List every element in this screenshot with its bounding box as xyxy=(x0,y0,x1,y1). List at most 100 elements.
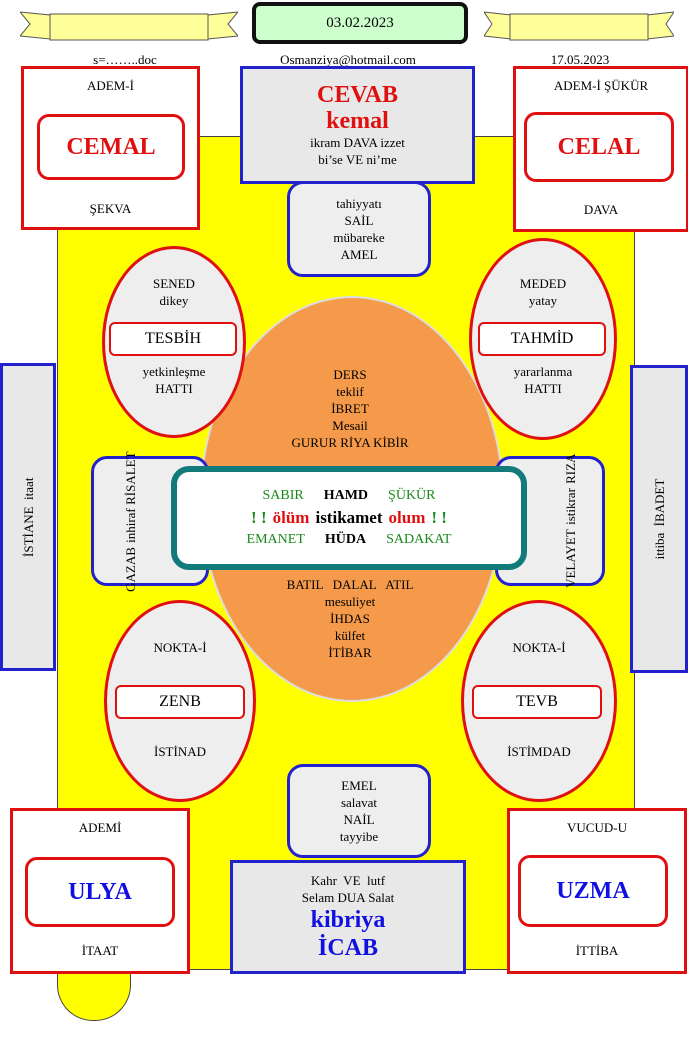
lower-left-ellipse: NOKTA-İ ZENB İSTİNAD xyxy=(104,600,256,802)
top-left-inner: CEMAL xyxy=(37,114,185,180)
upper-left-ellipse: SENED dikey TESBİH yetkinleşme HATTI xyxy=(102,246,246,438)
center-row2: ! ! ölüm istikamet olum ! ! xyxy=(251,506,447,530)
ule-l3: yetkinleşme xyxy=(142,364,206,379)
center-top-line: İBRET xyxy=(331,401,369,416)
date-box: 03.02.2023 xyxy=(252,2,468,44)
top-pill-line: SAİL xyxy=(344,213,374,228)
top-left-box: ADEM-İ CEMAL ŞEKVA xyxy=(21,66,200,230)
center-bottom-text: BATIL DALAL ATIL mesuliyet İHDAS külfet … xyxy=(250,576,450,661)
center-date: 03.02.2023 xyxy=(326,14,394,31)
top-center-box: CEVAB kemal ikram DAVA izzet bi’se VE ni… xyxy=(240,66,475,184)
top-center-line1: ikram DAVA izzet xyxy=(310,135,405,150)
top-left-main: CEMAL xyxy=(66,133,156,160)
center-row2-ex2: ! ! xyxy=(431,508,447,527)
bottom-right-bottom: İTTİBA xyxy=(575,943,619,958)
center-row2-w1: ölüm xyxy=(272,508,310,527)
upper-right-ellipse: MEDED yatay TAHMİD yararlanma HATTI xyxy=(469,238,617,440)
lre-l1: NOKTA-İ xyxy=(512,640,566,655)
center-row3-b: HÜDA xyxy=(324,532,367,547)
right-date: 17.05.2023 xyxy=(550,52,610,67)
center-row3-a: EMANET xyxy=(246,532,305,547)
top-center-title1: CEVAB xyxy=(317,82,398,108)
bottom-right-box: VUCUD-U UZMA İTTİBA xyxy=(507,808,687,974)
left-mid-l3: RİSALET xyxy=(122,450,138,505)
bottom-center-line2: Selam DUA Salat xyxy=(301,890,395,905)
left-side-l2: itaat xyxy=(20,477,36,500)
right-mid-l3: RIZA xyxy=(562,454,578,485)
top-center-title2: kemal xyxy=(326,108,389,134)
center-top-text: DERS teklif İBRET Mesail GURUR RİYA KİBİ… xyxy=(250,366,450,451)
center-top-line: GURUR RİYA KİBİR xyxy=(291,435,409,450)
center-teal-box: SABIR HAMD ŞÜKÜR ! ! ölüm istikamet olum… xyxy=(171,466,527,570)
top-right-box: ADEM-İ ŞÜKÜR CELAL DAVA xyxy=(513,66,688,232)
top-pill-line: AMEL xyxy=(340,247,378,262)
lower-right-ellipse: NOKTA-İ TEVB İSTİMDAD xyxy=(461,600,617,802)
left-ribbon-banner xyxy=(20,11,238,41)
bottom-right-main: UZMA xyxy=(556,877,630,904)
ule-l2: dikey xyxy=(159,293,189,308)
right-side-l2: İBADET xyxy=(651,478,667,527)
top-right-inner: CELAL xyxy=(524,112,674,182)
bottom-left-main: ULYA xyxy=(68,878,132,905)
center-row2-w2: istikamet xyxy=(315,508,383,527)
center-row2-ex1: ! ! xyxy=(251,508,267,527)
lre-l2: İSTİMDAD xyxy=(507,744,571,759)
top-center-line2: bi’se VE ni’me xyxy=(318,152,397,167)
center-bottom-line: İHDAS xyxy=(330,611,370,626)
center-row1-c: ŞÜKÜR xyxy=(388,488,436,503)
bottom-center-title1: kibriya xyxy=(310,907,386,933)
center-row1: SABIR HAMD ŞÜKÜR xyxy=(262,486,435,506)
top-right-main: CELAL xyxy=(557,133,641,160)
top-pill-line: tahiyyatı xyxy=(336,196,382,211)
center-bottom-line: mesuliyet xyxy=(324,594,376,609)
ure-l2: yatay xyxy=(528,293,558,308)
center-bottom-line: İTİBAR xyxy=(328,645,372,660)
bottom-pill-line: salavat xyxy=(340,795,378,810)
bottom-left-bottom: İTAAT xyxy=(81,943,119,958)
ule-l1: SENED xyxy=(153,276,195,291)
center-top-line: DERS xyxy=(333,367,367,382)
center-bottom-line: BATIL DALAL ATIL xyxy=(286,577,414,592)
right-side-bar: ittiba İBADET xyxy=(630,365,688,673)
bottom-center-title2: İCAB xyxy=(317,935,378,961)
bottom-pill-line: EMEL xyxy=(341,778,377,793)
left-mid-l2: inhiraf xyxy=(122,508,138,543)
ure-box: TAHMİD xyxy=(478,322,606,356)
file-name: s=……..doc xyxy=(93,52,157,67)
right-mid-l1: VELAYET xyxy=(562,529,578,588)
left-side-l1: İSTİANE xyxy=(20,505,36,557)
bottom-left-box: ADEMİ ULYA İTAAT xyxy=(10,808,190,974)
ure-l1: MEDED xyxy=(519,276,567,291)
email-address: Osmanziya@hotmail.com xyxy=(280,52,416,67)
top-right-bottom: DAVA xyxy=(583,202,619,217)
center-top-line: teklif xyxy=(336,384,364,399)
left-side-bar: İSTİANE itaat xyxy=(0,363,56,671)
lle-box: ZENB xyxy=(115,685,245,719)
center-row2-w3: olum xyxy=(388,508,426,527)
center-row1-b: HAMD xyxy=(323,488,369,503)
bottom-left-top: ADEMİ xyxy=(78,820,122,835)
bottom-right-inner: UZMA xyxy=(518,855,668,927)
bottom-center-line1: Kahr VE lutf xyxy=(310,873,386,888)
top-pill-line: mübareke xyxy=(333,230,385,245)
top-left-top: ADEM-İ xyxy=(87,78,134,93)
bottom-right-top: VUCUD-U xyxy=(567,820,627,835)
bottom-pill: EMEL salavat NAİL tayyibe xyxy=(287,764,431,858)
ule-box: TESBİH xyxy=(109,322,237,356)
center-top-line: Mesail xyxy=(332,418,368,433)
lle-l2: İSTİNAD xyxy=(154,744,206,759)
lle-l1: NOKTA-İ xyxy=(153,640,207,655)
bottom-center-box: Kahr VE lutf Selam DUA Salat kibriya İCA… xyxy=(230,860,466,974)
center-row3: EMANET HÜDA SADAKAT xyxy=(247,530,452,550)
right-side-l1: ittiba xyxy=(651,532,667,560)
ure-l4: HATTI xyxy=(524,381,562,396)
bottom-pill-line: tayyibe xyxy=(339,829,379,844)
center-bottom-line: külfet xyxy=(334,628,366,643)
right-mid-l2: istikrar xyxy=(562,488,578,526)
center-row1-a: SABIR xyxy=(262,488,304,503)
left-mid-l1: GAZAB xyxy=(122,546,138,592)
bottom-left-inner: ULYA xyxy=(25,857,175,927)
right-ribbon-banner xyxy=(484,11,674,41)
center-row3-c: SADAKAT xyxy=(386,532,452,547)
lre-box: TEVB xyxy=(472,685,602,719)
